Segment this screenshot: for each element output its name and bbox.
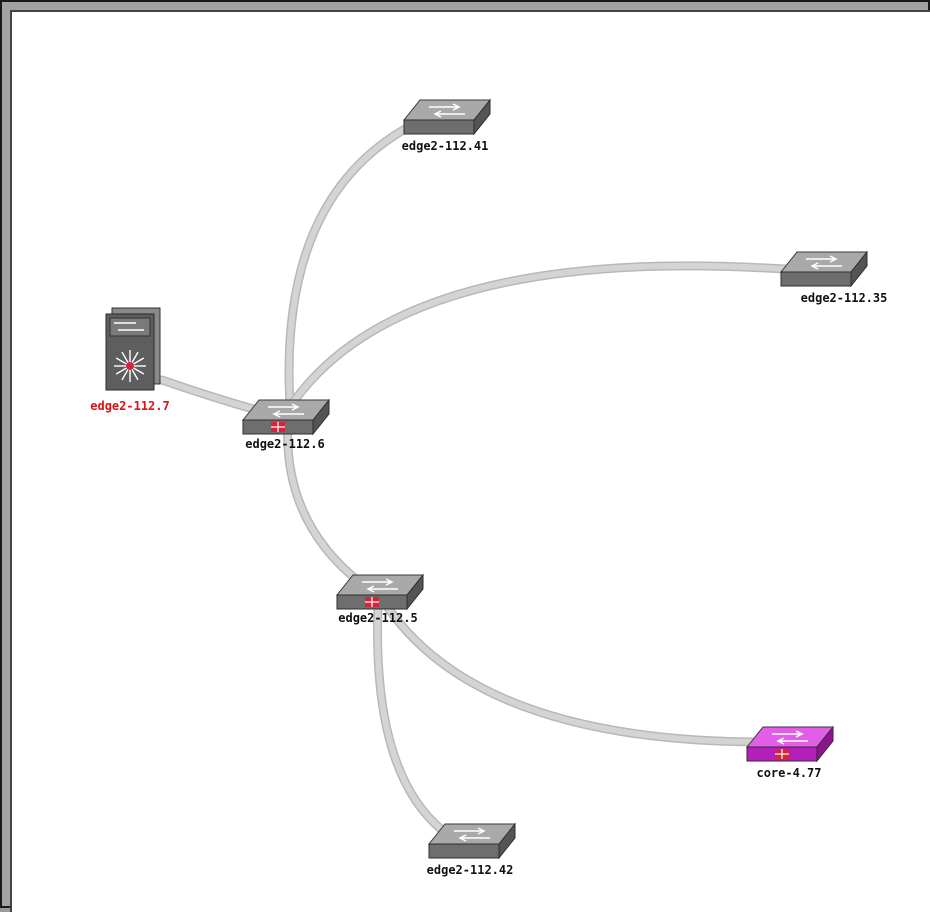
link-n5-n42[interactable]: [374, 603, 445, 833]
switch-arrow-icon: [806, 255, 838, 263]
switch-arrow-icon: [772, 730, 804, 738]
links-layer: [157, 117, 803, 835]
switch-arrow-icon: [272, 410, 304, 418]
topology-canvas[interactable]: edge2-112.41 edge2-112.35 edge2-112.7 edge2…: [10, 10, 930, 912]
switch-front-face: [403, 119, 475, 135]
chassis-top-panel: [109, 317, 151, 337]
switch-arrow-icon: [362, 578, 394, 586]
switch-arrow-icon: [366, 585, 398, 593]
node-label: edge2-112.42: [427, 863, 514, 877]
link-n6-n41[interactable]: [286, 119, 421, 407]
topology-diagram: edge2-112.41 edge2-112.35 edge2-112.7 edge2…: [90, 98, 888, 877]
node-edge2-112.35[interactable]: edge2-112.35: [779, 250, 888, 305]
node-edge2-112.6[interactable]: edge2-112.6: [241, 398, 331, 451]
link-n6-n5[interactable]: [284, 417, 365, 587]
switch-side-face: [312, 398, 330, 436]
node-edge2-112.7[interactable]: edge2-112.7: [90, 307, 170, 413]
switch-arrow-icon: [454, 827, 486, 835]
node-label: core-4.77: [756, 766, 821, 780]
switch-side-face: [850, 250, 868, 288]
link-n6-n7[interactable]: [159, 377, 267, 415]
switch-arrow-icon: [458, 834, 490, 842]
switch-arrow-icon: [429, 103, 461, 111]
chassis-alarm-dot-icon: [126, 362, 134, 370]
node-label: edge2-112.5: [338, 611, 417, 625]
link-n6-n35[interactable]: [289, 262, 801, 407]
node-label: edge2-112.41: [402, 139, 489, 153]
switch-side-face: [498, 822, 516, 860]
switch-arrow-icon: [433, 110, 465, 118]
node-edge2-112.5[interactable]: edge2-112.5: [335, 573, 425, 625]
node-core-4.77[interactable]: core-4.77: [745, 725, 835, 780]
link-shadow: [284, 117, 423, 409]
switch-front-face: [428, 843, 500, 859]
switch-front-face: [780, 271, 852, 287]
node-edge2-112.42[interactable]: edge2-112.42: [427, 822, 517, 877]
node-label: edge2-112.6: [245, 437, 324, 451]
node-edge2-112.41[interactable]: edge2-112.41: [402, 98, 492, 153]
switch-arrow-icon: [810, 262, 842, 270]
chassis-arrow-icon: [114, 322, 144, 331]
switch-side-face: [473, 98, 491, 136]
switch-arrow-icon: [268, 403, 300, 411]
switch-side-face: [816, 725, 834, 763]
link-n5-n77[interactable]: [381, 599, 767, 745]
node-label: edge2-112.7: [90, 399, 169, 413]
node-label: edge2-112.35: [801, 291, 888, 305]
switch-side-face: [406, 573, 424, 611]
switch-arrow-icon: [776, 737, 808, 745]
nodes-layer: edge2-112.41 edge2-112.35 edge2-112.7 edge2…: [90, 98, 888, 877]
